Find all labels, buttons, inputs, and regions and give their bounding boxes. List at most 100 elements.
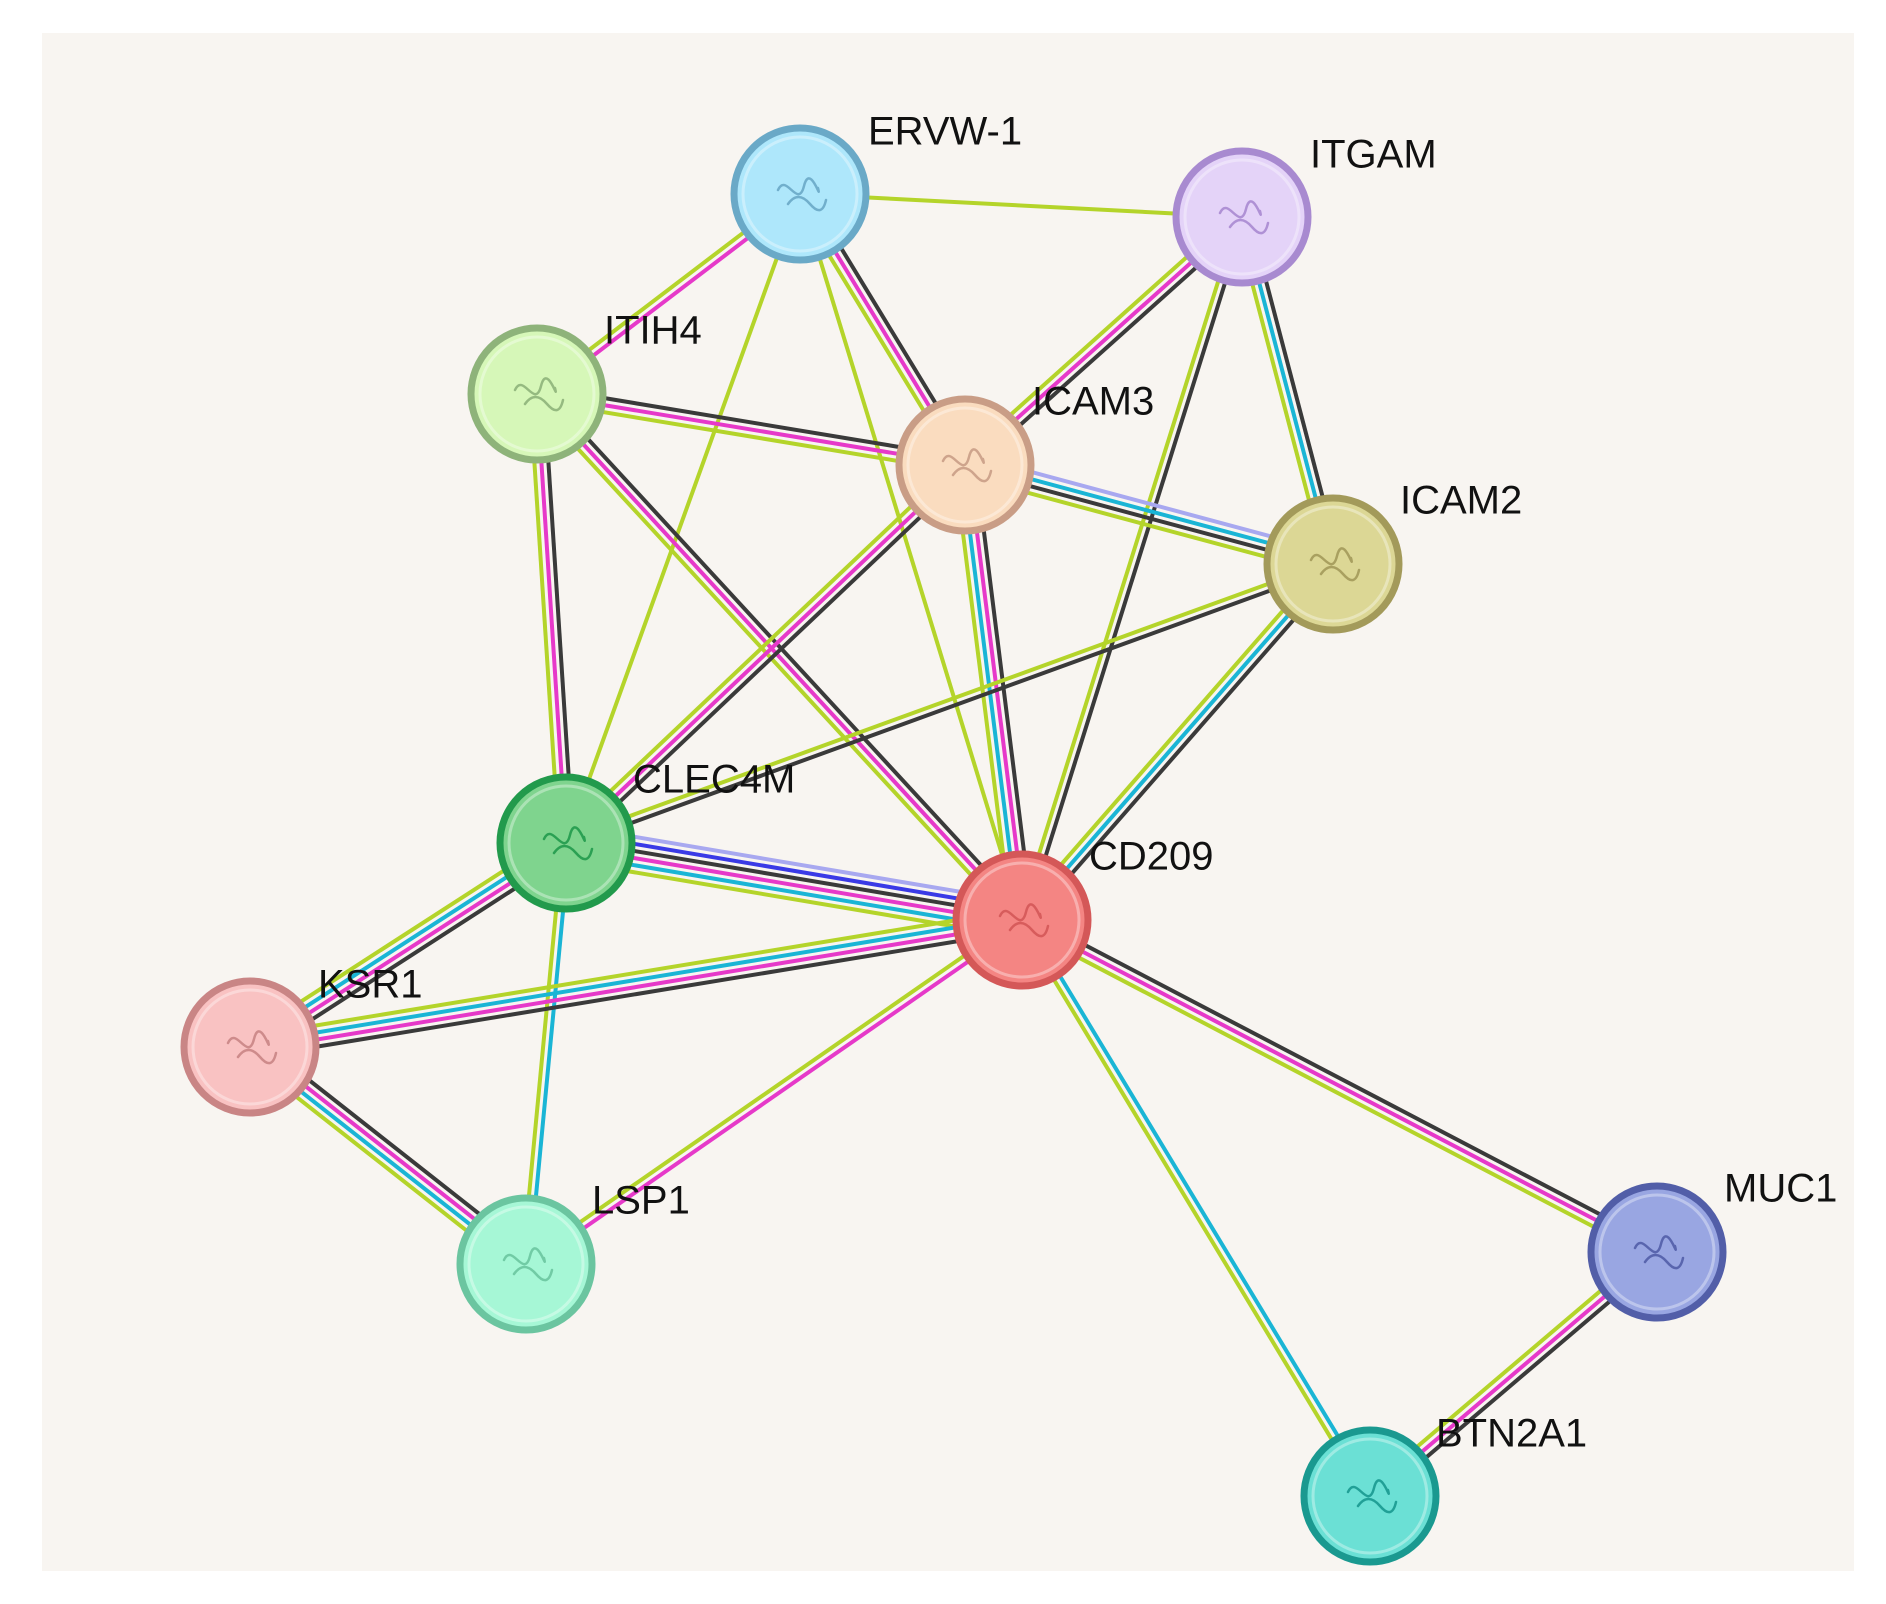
protein-structure-icon	[998, 903, 1050, 938]
edge-ERVW-1-CLEC4M	[564, 193, 802, 844]
node-ksr1[interactable]: KSR1	[180, 963, 423, 1117]
edge-line-curated_database	[563, 851, 1021, 933]
protein-structure-icon	[502, 1247, 554, 1282]
edge-line-experimental	[250, 921, 1023, 1053]
edge-line-curated_database	[249, 914, 1022, 1046]
edge-ERVW-1-CD209	[798, 193, 1024, 921]
node-label-muc1: MUC1	[1724, 1167, 1837, 1211]
protein-structure-icon	[1309, 547, 1361, 582]
edge-line-textmining	[562, 858, 1020, 940]
node-highlight	[1183, 158, 1301, 276]
edge-line-textmining	[1016, 215, 1241, 920]
protein-structure-icon	[1346, 1479, 1398, 1514]
protein-structure-icon	[1218, 200, 1270, 235]
edge-CLEC4M-LSP1	[520, 842, 572, 1265]
node-label-icam2: ICAM2	[1400, 479, 1522, 523]
edge-CD209-LSP1	[522, 915, 1026, 1269]
node-icam2[interactable]: ICAM2	[1263, 479, 1522, 634]
edge-line-textmining	[798, 193, 1024, 921]
edge-line-textmining	[799, 192, 1243, 219]
edge-CLEC4M-CD209	[562, 823, 1026, 940]
edge-line-curated_database	[1023, 917, 1375, 1496]
protein-structure-icon	[776, 177, 828, 212]
node-label-btn2a1: BTN2A1	[1436, 1412, 1587, 1456]
edge-line-coexpression	[1024, 912, 1662, 1248]
edge-line-curated_database	[527, 843, 572, 1265]
edge-ITIH4-CD209	[530, 387, 1029, 927]
edge-line-experimental	[564, 463, 967, 845]
edge-line-textmining	[520, 842, 565, 1264]
node-highlight	[467, 1205, 585, 1323]
edge-ERVW-1-ITGAM	[799, 192, 1243, 219]
edge-line-coexpression	[251, 928, 1025, 1060]
node-btn2a1[interactable]: BTN2A1	[1300, 1412, 1587, 1566]
edge-line-textmining	[528, 394, 562, 844]
node-highlight	[741, 135, 859, 253]
edge-line-coexpression	[1025, 567, 1340, 926]
node-label-lsp1: LSP1	[592, 1179, 690, 1223]
edge-line-experimental	[535, 393, 568, 844]
edge-ICAM2-CD209	[1015, 558, 1340, 926]
edge-line-experimental	[535, 392, 1024, 922]
edge-line-experimental	[526, 921, 1026, 1269]
node-highlight	[1274, 505, 1392, 623]
node-lsp1[interactable]: LSP1	[456, 1179, 690, 1334]
edge-line-textmining	[564, 558, 1333, 842]
edge-ICAM2-CLEC4M	[564, 558, 1335, 849]
protein-structure-icon	[1633, 1235, 1685, 1270]
edge-line-coexpression	[537, 385, 967, 461]
edge-line-curated_database	[1020, 562, 1335, 922]
protein-structure-icon	[226, 1030, 278, 1065]
edge-CD209-KSR1	[247, 907, 1025, 1060]
edge-line-coexpression	[569, 468, 972, 850]
diagram-background	[42, 33, 1854, 1571]
node-muc1[interactable]: MUC1	[1587, 1167, 1837, 1322]
node-ervw-1[interactable]: ERVW-1	[730, 110, 1022, 264]
edge-line-textmining	[1017, 920, 1369, 1499]
node-itih4[interactable]: ITIH4	[467, 309, 702, 464]
node-label-ksr1: KSR1	[318, 963, 423, 1007]
edge-line-textmining	[247, 907, 1021, 1039]
edge-line-textmining	[530, 397, 1019, 927]
node-highlight	[1598, 1193, 1716, 1311]
edge-line-textmining	[535, 398, 965, 474]
node-highlight	[191, 988, 309, 1106]
node-icam3[interactable]: ICAM3	[895, 380, 1154, 535]
edge-ITIH4-CLEC4M	[528, 393, 575, 844]
edge-line-homology	[567, 830, 1025, 912]
protein-structure-icon	[513, 377, 565, 412]
edge-CD209-BTN2A1	[1017, 917, 1375, 1499]
node-highlight	[507, 784, 625, 902]
edge-line-experimental	[565, 844, 1022, 926]
edge-line-coexpression	[540, 387, 1029, 917]
edge-line-experimental	[1021, 918, 1658, 1254]
edge-line-coexpression	[541, 393, 575, 843]
node-cd209[interactable]: CD209	[952, 835, 1214, 990]
edge-ITIH4-ICAM3	[535, 385, 967, 474]
node-label-itih4: ITIH4	[604, 309, 702, 353]
protein-structure-icon	[941, 448, 993, 483]
node-highlight	[1311, 1437, 1429, 1555]
edge-line-textmining	[522, 915, 1022, 1263]
node-clec4m[interactable]: CLEC4M	[496, 758, 795, 913]
node-highlight	[478, 335, 596, 453]
edge-line-coexpression	[566, 565, 1335, 849]
edge-line-homology_light	[568, 823, 1026, 905]
edge-line-coexpression	[1023, 217, 1248, 922]
protein-structure-icon	[542, 826, 594, 861]
edge-line-coexpression	[973, 463, 1035, 919]
edge-line-experimental	[536, 392, 966, 467]
edge-CD209-MUC1	[1017, 912, 1662, 1260]
node-label-clec4m: CLEC4M	[633, 758, 795, 802]
edge-ITGAM-CD209	[1016, 215, 1248, 922]
node-highlight	[963, 861, 1081, 979]
edge-line-textmining	[1017, 924, 1655, 1260]
node-label-itgam: ITGAM	[1310, 133, 1437, 177]
node-label-ervw-1: ERVW-1	[868, 110, 1022, 154]
node-itgam[interactable]: ITGAM	[1172, 133, 1437, 287]
edge-line-textmining	[1015, 558, 1330, 917]
edge-line-textmining	[564, 193, 802, 844]
node-label-icam3: ICAM3	[1032, 380, 1154, 424]
